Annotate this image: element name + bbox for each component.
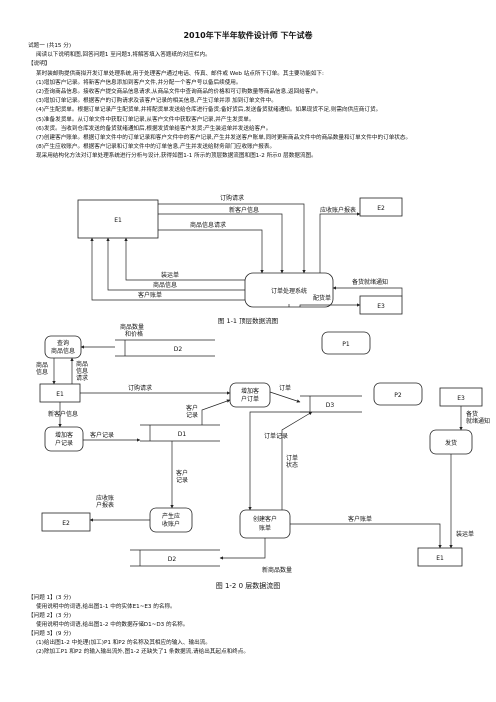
process-add-order-label-1: 增加客: [241, 387, 259, 395]
entity-e1-bottom-label: E1: [436, 555, 444, 562]
flow-customer-bill-2: 客户账单: [348, 515, 372, 523]
entity-e1: [77, 199, 159, 239]
desc-line: (3)增加订单记录。根据客户的订购请求及该客户记录的相关信息,产生订单并添 加到…: [36, 98, 277, 105]
figure-1-2-caption: 图 1-2 0 层数据流图: [216, 581, 281, 590]
desc-line: (5)准备发货单。从订单文件中获取订单记录,从客户文件中获取客户记录,并产生发货…: [36, 116, 255, 123]
process-add-customer-label-2: 户记录: [55, 439, 73, 447]
flow-picking-list: 配货单: [313, 294, 331, 302]
process-query-product-label-2: 商品信息: [51, 347, 75, 355]
process-create-bill-label-2: 账单: [259, 524, 271, 532]
flow-qty-price-1: 商品数量: [120, 323, 144, 331]
flow-order-status-2: 状态: [286, 461, 298, 469]
flow-new-qty: 新商品数量: [262, 566, 292, 574]
process-order-system-label: 订单处理系统: [271, 287, 307, 295]
intro-figures: 现采用结构化方法对订单处理系统进行分析与设计,获得如图1-1 所示的顶层数据流图…: [36, 153, 317, 160]
process-create-bill-label-1: 创建客户: [253, 515, 277, 523]
process-query-product-label-1: 查询: [57, 339, 69, 347]
flow-customer-record-3b: 记录: [176, 476, 188, 484]
flow-goods-info-2: 信息: [36, 368, 48, 376]
store-d1-label: D1: [178, 431, 187, 438]
flow-order: 订单: [279, 384, 291, 392]
flow-order-request: 订购请求: [220, 194, 244, 202]
flow-ready-notice: 备货就绪通知: [352, 278, 388, 286]
process-receivable-label-2: 收账户: [162, 520, 180, 528]
desc-line: (2)查询商品信息。接收客户提交商品信息请求,从商品文件中查询商品的价格和可订购…: [36, 89, 322, 96]
question-2-text: 使用说明中的词语,给出图1-2 中的数据存储D1~D3 的名称。: [36, 622, 189, 628]
question-3-text-2: (2)除加工P1 和P2 的输入输出流外,图1-2 还缺失了1 条数据流,请给出…: [36, 649, 249, 655]
questions: 【问题 1】(3 分) 使用说明中的词语,给出图1-1 中的实体E1~E3 的名…: [28, 594, 474, 657]
process-add-customer: [44, 426, 84, 452]
entity-e3-label: E3: [377, 303, 385, 310]
flow-customer-record-1a: 客户: [186, 404, 198, 412]
flow-goods-req-2: 信息: [76, 367, 88, 375]
store-d1: [140, 424, 220, 442]
flow-order-request-2: 订购请求: [128, 384, 152, 392]
flow-shipping-note: 装运单: [161, 271, 179, 279]
process-receivable-label-1: 产生应: [162, 512, 180, 520]
desc-line: 某时装邮购提供商拟开发订单处理系统,用于处理客户通过电话、传真、邮件或 Web …: [36, 70, 324, 77]
flow-product-request: 商品信息请求: [190, 221, 226, 229]
process-p1-label: P1: [342, 341, 350, 348]
store-d2-top-label: D2: [174, 346, 183, 353]
desc-line: (8)产生应收账户。根据客户记录和订单文件中的订单信息,产生并发送给财务部门应收…: [36, 144, 276, 151]
flow-product-info: 商品信息: [153, 281, 177, 289]
question-2-label: 【问题 2】(3 分): [28, 613, 72, 619]
flow-order-status-1: 订单: [286, 454, 298, 462]
flow-receivable-2: 户报表: [96, 501, 114, 509]
desc-line: (6)发货。当收到仓库发送的备货就绪通知后,根据发货单给客户发货;产生装运单并发…: [36, 125, 272, 132]
process-p2: [373, 382, 423, 406]
process-add-order: [229, 382, 271, 408]
flow-order-record: 订单记录: [264, 432, 288, 440]
flow-qty-price-2: 和价格: [125, 330, 143, 338]
process-receivable: [149, 507, 193, 533]
q1-header: 试题一 (共15 分): [28, 43, 72, 49]
question-text: 试题一 (共15 分) 阅读以下说明和图,回答问题1 至问题3,将解答填入答题纸…: [28, 42, 474, 162]
desc-line: (4)产生配货单。根据订单记录产生配货单,并将配货单发送给仓库进行备货;备好货后…: [36, 107, 382, 114]
store-d2-bottom: [130, 549, 220, 567]
store-d2-bottom-label: D2: [168, 556, 177, 563]
flow-customer-record-2: 客户记录: [90, 431, 114, 439]
entity-e2: [359, 197, 403, 217]
entity-e2-label: E2: [377, 205, 385, 212]
question-1-text: 使用说明中的词语,给出图1-1 中的实体E1~E3 的名称。: [36, 604, 176, 610]
flow-new-customer: 新客户信息: [229, 206, 259, 214]
instructions: 阅读以下说明和图,回答问题1 至问题3,将解答填入答题纸的对应栏内。: [36, 52, 211, 59]
flow-ship-note: 装运单: [456, 530, 474, 538]
question-3-text-1: (1)给出图1-2 中处理(加工)P1 和P2 的名称及其相应的输入、输出流。: [36, 640, 211, 646]
process-create-bill: [239, 509, 291, 539]
store-d3-label: D3: [326, 402, 335, 409]
process-add-customer-label-1: 增加客: [55, 431, 73, 439]
question-3-label: 【问题 3】(9 分): [28, 631, 72, 637]
desc-line: (1)增加客户记录。将新客户信息添加到客户文件,并分配一个客户号以备后续使用。: [36, 79, 242, 86]
entity-e2-left: [41, 512, 91, 532]
figure-1-1-caption: 图 1-1 顶层数据流图: [218, 316, 278, 325]
process-ship-label: 发货: [445, 439, 457, 447]
exam-title: 2010年下半年软件设计师 下午试卷: [183, 31, 313, 40]
entity-e1-label: E1: [114, 217, 122, 224]
question-1-label: 【问题 1】(3 分): [28, 595, 72, 601]
flow-customer-record-3a: 客户: [176, 469, 188, 477]
process-add-order-label-2: 户订单: [241, 395, 259, 403]
flow-receivable-1: 应收账: [96, 494, 114, 502]
flow-customer-bill: 客户账单: [138, 291, 162, 299]
process-p1: [321, 331, 371, 355]
flow-goods-req-1: 商品: [76, 360, 88, 368]
flow-goods-info-1: 商品: [36, 361, 48, 369]
flow-goods-req-3: 请求: [76, 374, 88, 382]
flow-ready-1: 备货: [466, 410, 478, 418]
entity-e3-right-label: E3: [457, 395, 465, 402]
flow-customer-record-1b: 记录: [186, 411, 198, 419]
desc-label: 【说明】: [28, 61, 51, 68]
entity-e2-left-label: E2: [62, 520, 70, 527]
process-p2-label: P2: [394, 392, 402, 399]
flow-new-customer-2: 新客户信息: [48, 410, 78, 418]
store-d2-top: [115, 339, 215, 357]
desc-line: (7)创建客户账单。根据订单文件中的订单记录和客户文件中的客户记录,产生并发送客…: [36, 135, 412, 142]
flow-ready-2: 就绪通知: [466, 417, 490, 425]
entity-e1-left-label: E1: [56, 391, 64, 398]
flow-receivable-report: 应收账户报表: [320, 206, 356, 214]
